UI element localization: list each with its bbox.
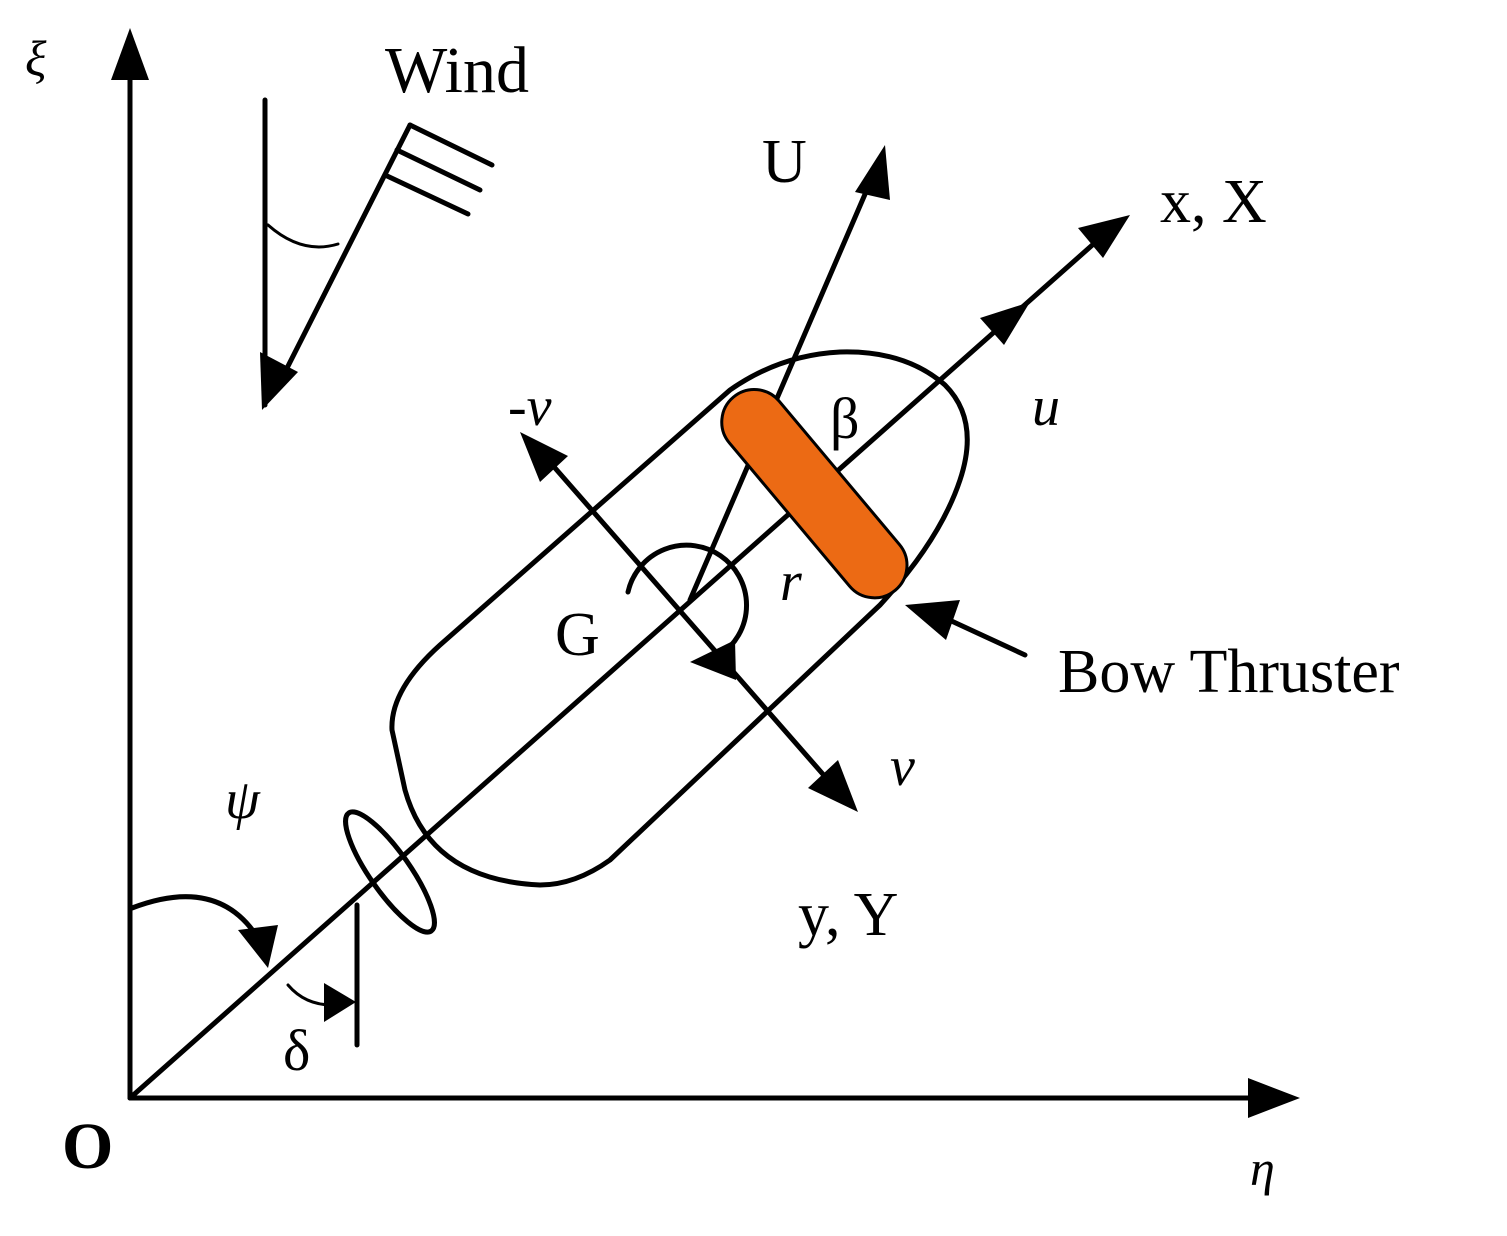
wind-arrowhead (260, 352, 298, 410)
heading-arrowhead (238, 925, 278, 968)
center-label: G (555, 601, 600, 669)
drift-angle-label: β (830, 386, 860, 451)
body-x-label: x, X (1160, 168, 1267, 236)
yaw-arc-path (625, 542, 750, 658)
eta-axis-arrowhead (1248, 1078, 1300, 1118)
wind-angle-arc (266, 223, 340, 249)
rudder-arrowhead (324, 983, 356, 1022)
rudder-angle-label: δ (283, 1018, 310, 1083)
xi-axis-label: ξ (25, 30, 47, 86)
earth-fixed-axes (111, 28, 1300, 1118)
surge-label: u (1032, 376, 1060, 438)
origin-label: O (62, 1110, 113, 1183)
wind-barb-3 (382, 172, 471, 217)
wind-barb-1 (407, 122, 495, 168)
speed-label: U (762, 128, 807, 196)
body-y-axis (520, 432, 858, 812)
bow-thruster-pointer (905, 600, 1028, 658)
sway-label: v (890, 736, 915, 798)
sway-neg-arrowhead (520, 432, 568, 482)
heading-angle (129, 894, 278, 968)
bow-thruster-label: Bow Thruster (1058, 638, 1400, 706)
pointer-arrowhead (905, 600, 960, 640)
heading-line (127, 237, 1101, 1101)
eta-axis-label: η (1250, 1140, 1275, 1196)
wind-label: Wind (385, 34, 529, 107)
velocity-u-vector (687, 145, 890, 603)
ship-hull (389, 349, 970, 888)
heading-angle-label: ψ (225, 769, 261, 831)
yaw-rate-label: r (780, 551, 802, 613)
velocity-shaft (687, 175, 875, 603)
sway-line (545, 457, 831, 783)
body-y-label: y, Y (798, 881, 898, 949)
yaw-rate-arc (625, 542, 750, 680)
yaw-arc-arrowhead (690, 640, 736, 680)
pointer-shaft (942, 615, 1028, 658)
x-axis-arrowhead (1078, 215, 1130, 258)
xi-axis-arrowhead (111, 28, 149, 80)
sway-neg-label: -v (508, 376, 552, 438)
body-x-axis (127, 215, 1130, 1101)
bow-thruster (720, 388, 909, 600)
velocity-arrowhead (855, 145, 890, 200)
rudder-angle (286, 902, 360, 1048)
wind-barb-2 (394, 147, 483, 193)
heading-angle-arc (129, 894, 261, 941)
wind-symbol (260, 97, 495, 410)
sway-arrowhead (808, 760, 858, 812)
propeller (343, 809, 437, 935)
surge-arrowhead (980, 302, 1030, 345)
wind-direction-shaft (279, 122, 413, 381)
